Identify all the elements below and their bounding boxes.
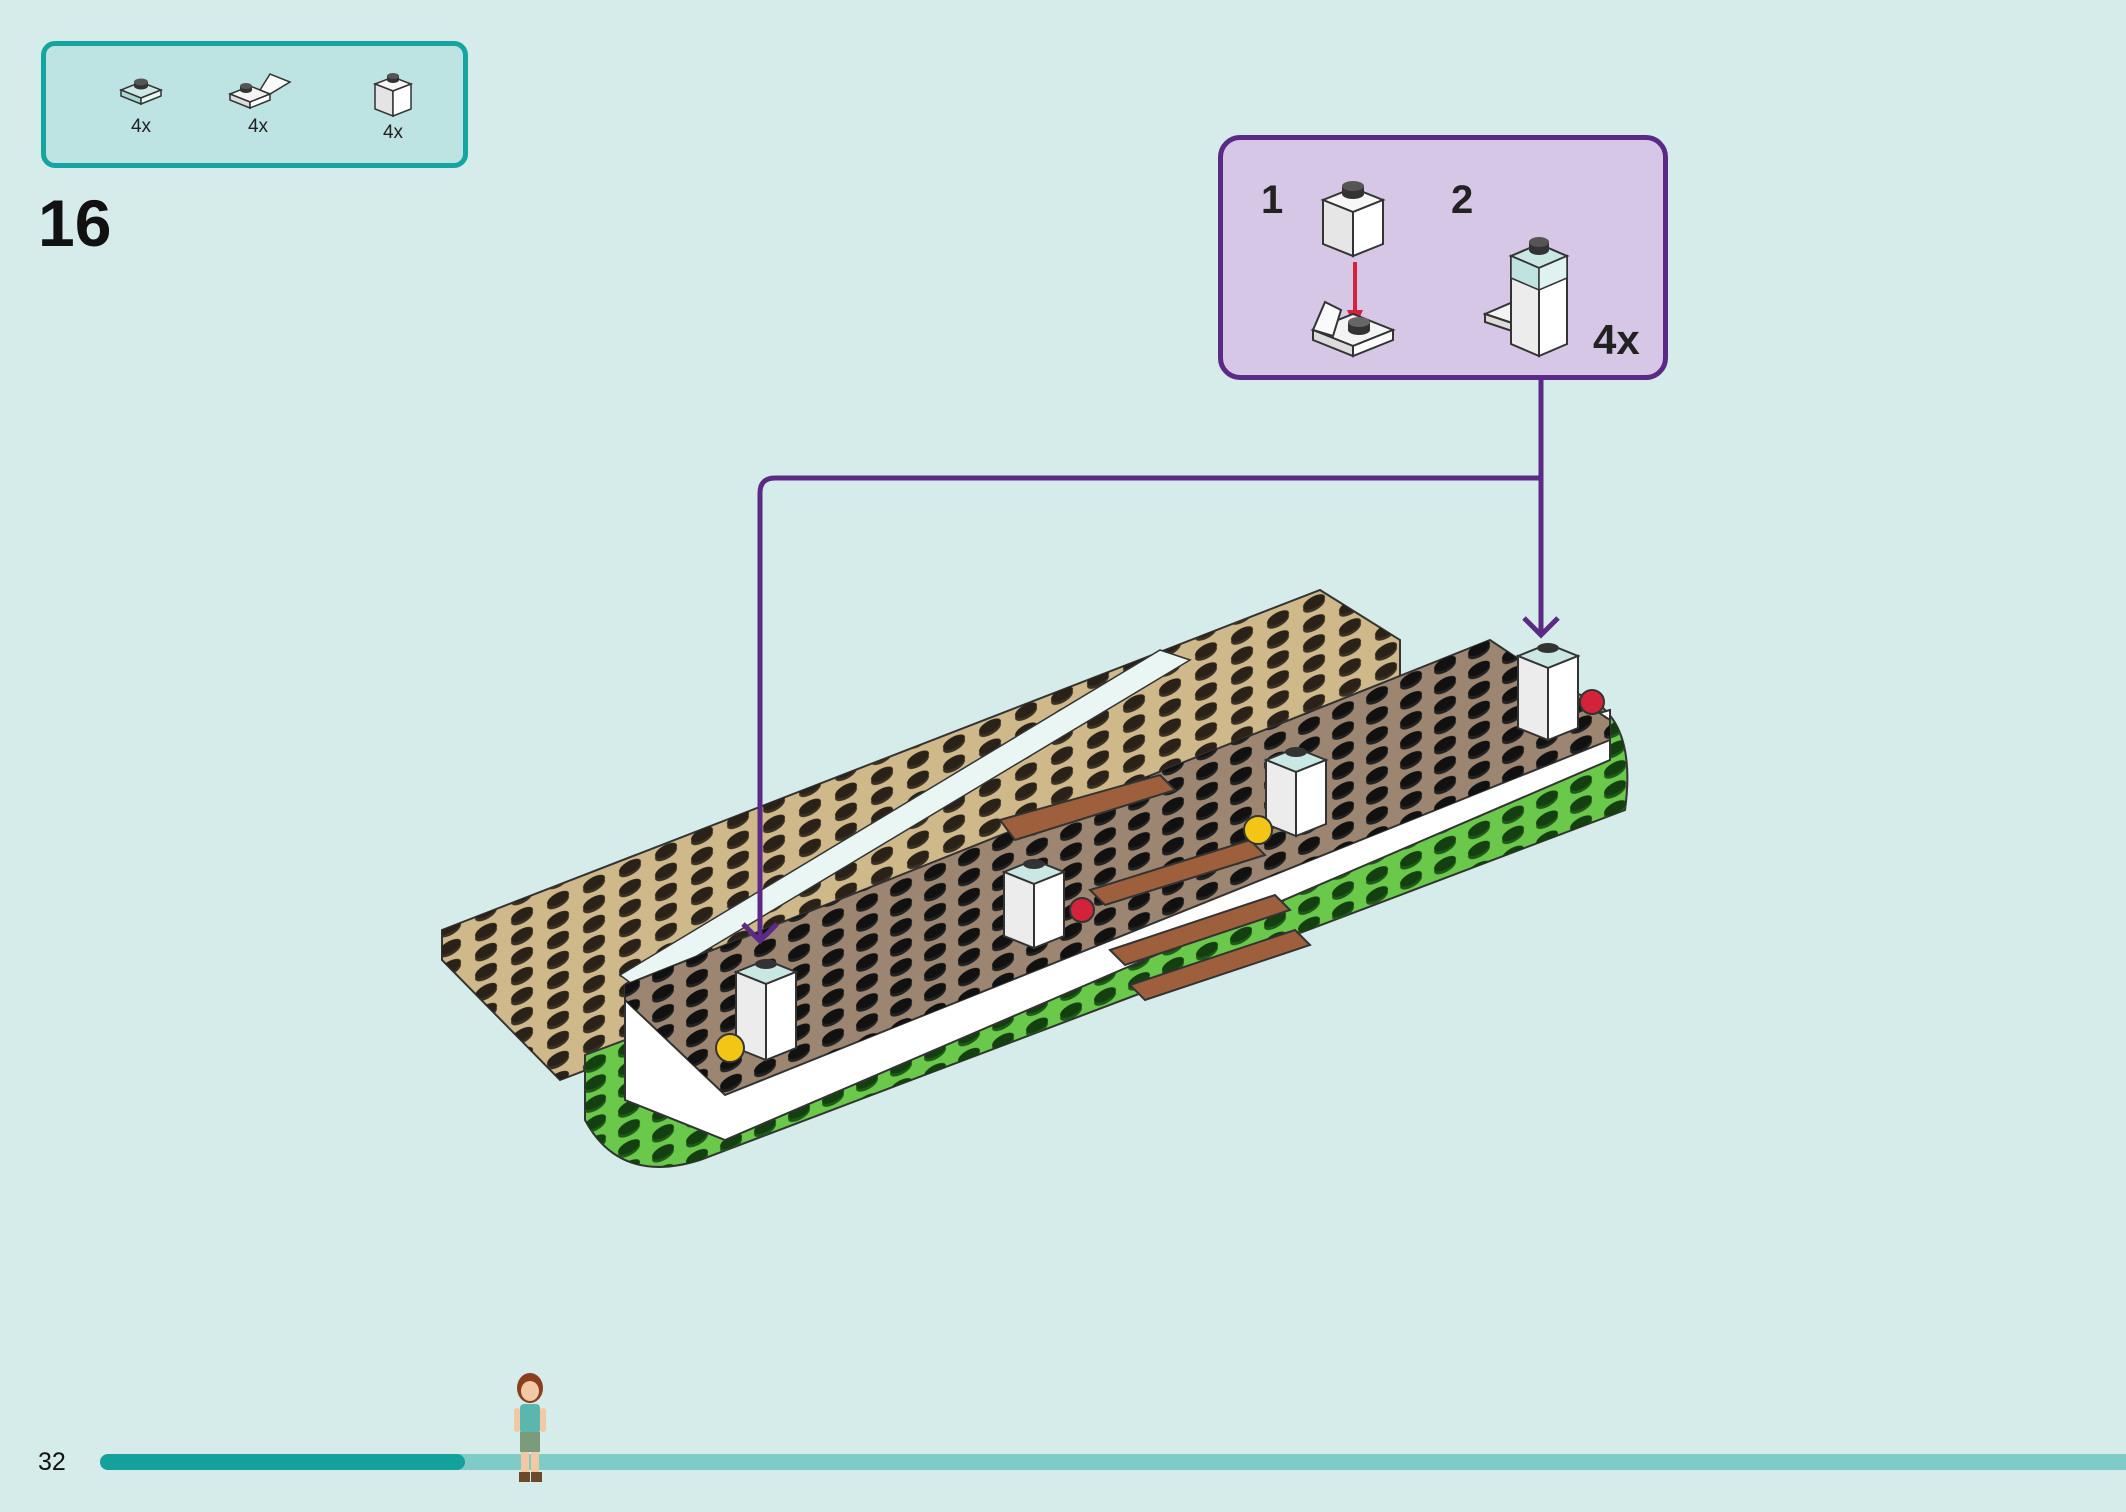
part-quantity: 4x: [130, 116, 152, 137]
sub-assembly-multiplier: 4x: [1593, 316, 1640, 363]
plate-1x1-icon: [118, 78, 164, 106]
part-bracket: 4x: [213, 66, 303, 162]
step-number: 16: [38, 186, 112, 260]
placed-brick: [1001, 858, 1067, 950]
minifigure-icon: [514, 1373, 546, 1482]
parts-list: 4x 4x 4x: [41, 41, 468, 168]
sub-step-2-number: 2: [1451, 178, 1474, 222]
sub-step-1-number: 1: [1261, 178, 1284, 222]
dark-tan-plate-studs: [625, 640, 1610, 1095]
red-flower: [1579, 689, 1605, 715]
brick-1x1-icon: [372, 73, 414, 118]
placed-brick: [1515, 642, 1581, 742]
wood-planks: [998, 773, 1312, 1002]
callout-arrow: [741, 380, 1560, 945]
progress-fill: [100, 1454, 465, 1470]
sub-assembly-callout: 1 2 4x: [1218, 135, 1668, 380]
sub-step-2-illustration: [1483, 237, 1570, 358]
yellow-flower: [1243, 815, 1273, 845]
part-quantity: 4x: [247, 116, 269, 137]
red-flower: [1069, 897, 1095, 923]
placed-brick: [1263, 746, 1329, 838]
page-number: 32: [38, 1448, 66, 1476]
yellow-flower: [715, 1033, 745, 1063]
part-quantity: 4x: [382, 122, 404, 143]
placed-brick: [733, 958, 799, 1062]
sub-step-1-illustration: [1310, 181, 1396, 358]
part-plate-1x1: 4x: [96, 66, 186, 162]
bracket-plate-icon: [227, 73, 292, 110]
part-brick-1x1: 4x: [348, 66, 438, 162]
progress-bar: [100, 1454, 2126, 1470]
